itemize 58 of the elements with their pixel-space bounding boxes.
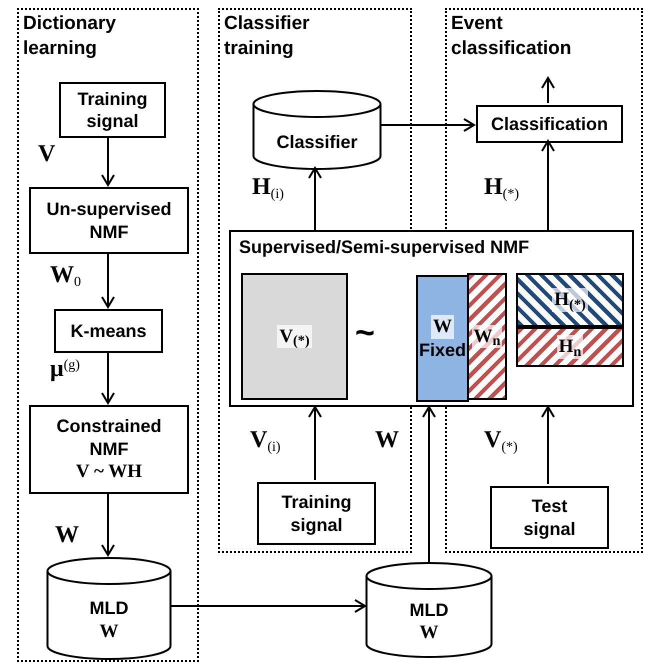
formula: V ~ WH [76, 460, 142, 484]
formula: H$_{(*)}$ [552, 288, 588, 312]
process-box [257, 482, 376, 545]
box-label: MLD [90, 597, 128, 620]
box-label: K-means [70, 320, 147, 342]
formula: V$_{(*)}$ [277, 324, 312, 348]
process-box [59, 82, 166, 138]
arrow [308, 406, 322, 480]
arrow [541, 140, 555, 230]
panel-title: Supervised/Semi-supervised NMF [239, 237, 530, 257]
matrix-block [241, 273, 348, 400]
process-box [476, 105, 623, 143]
box-label: Training signal [76, 88, 148, 132]
formula: W [431, 315, 454, 340]
group-panel [17, 8, 199, 662]
process-box [490, 486, 609, 549]
box-label: Un-supervised NMF [45, 198, 173, 243]
group-title: Classifier training [224, 13, 310, 59]
formula: H$_{n}$ [556, 335, 584, 359]
box-label: Classifier [276, 130, 358, 154]
approx-sign: ~ [355, 316, 375, 350]
matrix-block [516, 273, 624, 327]
edge-label: V$_{(i)}$ [250, 428, 281, 452]
box-label: MLD [410, 598, 448, 622]
edge-label: H$_{(*)}$ [484, 175, 519, 199]
group-title: Dictionary learning [23, 13, 116, 59]
box-label: Test signal [522, 495, 576, 540]
formula: W [100, 620, 118, 644]
edge-label: W [375, 428, 399, 452]
arrow [541, 77, 555, 103]
edge-label: V [38, 142, 56, 166]
formula: W$_{n}$ [472, 324, 502, 348]
edge-label: V$_{(*)}$ [484, 428, 518, 452]
box-label: Fixed [418, 339, 466, 362]
edge-label: H$_{(i)}$ [252, 175, 284, 199]
process-box [29, 405, 189, 494]
process-box [54, 309, 163, 353]
arrow [170, 599, 366, 613]
edge-label: W$_{0}$ [50, 263, 81, 287]
arrow [422, 406, 436, 562]
arrow [308, 167, 322, 230]
box-label: Constrained NMF [55, 415, 162, 460]
matrix-block [416, 275, 469, 402]
box-label: Training signal [280, 491, 352, 536]
process-box [29, 187, 189, 254]
matrix-block [467, 273, 507, 400]
arrow [101, 136, 115, 186]
box-label: Classification [490, 112, 608, 136]
arrow [101, 351, 115, 404]
edge-label: W [55, 523, 79, 547]
arrow [101, 492, 115, 556]
formula: W [420, 621, 438, 646]
edge-label: μ$^{(g)}$ [50, 357, 80, 381]
matrix-block [516, 327, 624, 367]
arrow [541, 406, 555, 484]
arrow [101, 252, 115, 308]
group-title: Event classification [451, 13, 572, 59]
arrow [380, 118, 475, 132]
